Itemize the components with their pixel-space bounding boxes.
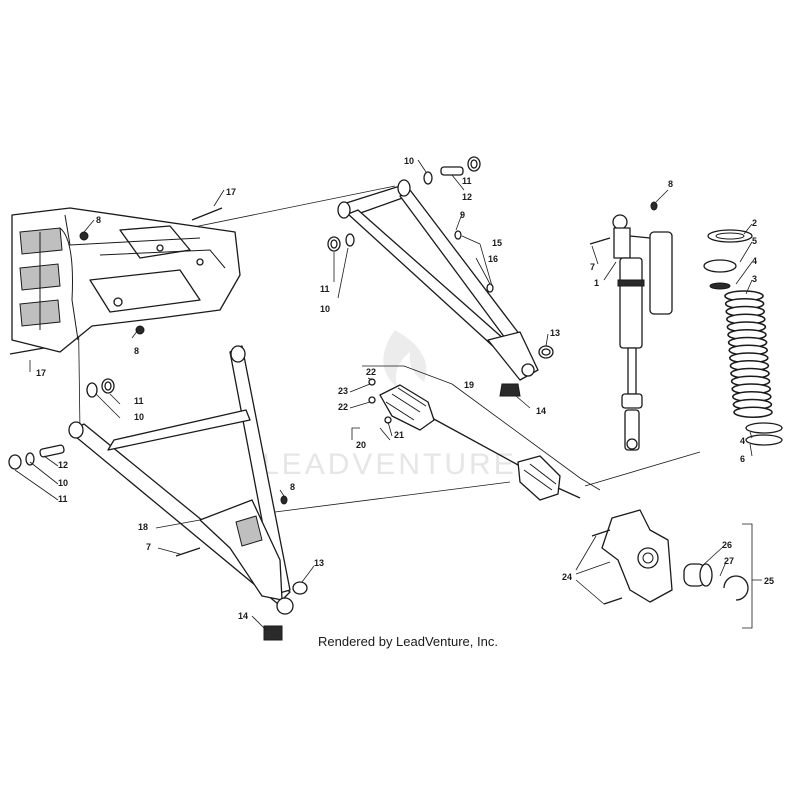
callout-19: 19 [464,380,474,390]
upper-a-arm [337,179,539,381]
shock-absorber [589,201,673,451]
callout-7: 7 [590,262,595,272]
callout-13: 13 [314,558,324,568]
callout-12: 12 [462,192,472,202]
frame-assembly [9,207,241,355]
callout-20: 20 [356,440,366,450]
callout-10: 10 [58,478,68,488]
shock-nut-icon [650,201,658,211]
callout-11: 11 [58,494,68,504]
callout-24: 24 [562,572,572,582]
callout-14: 14 [536,406,546,416]
callout-1: 1 [594,278,599,288]
callout-12: 12 [58,460,68,470]
spring-retainers [703,229,783,446]
steering-knuckle [591,509,749,605]
callout-2: 2 [752,218,757,228]
callout-10: 10 [320,304,330,314]
callout-27: 27 [724,556,734,566]
lower-a-arm [8,345,308,641]
watermark-text: LEADVENTURE [262,448,517,481]
callout-22: 22 [366,367,376,377]
lower-ball-joint-nut-icon [263,625,283,641]
callout-9: 9 [460,210,465,220]
callout-23: 23 [338,386,348,396]
callout-8: 8 [668,179,673,189]
shock-clip-icon [617,279,645,287]
lower-arm-nut-icon [280,495,288,505]
callout-17: 17 [226,187,236,197]
callout-17: 17 [36,368,46,378]
callout-10: 10 [404,156,414,166]
watermark-flame-icon [383,330,427,388]
callout-5: 5 [752,236,757,246]
callout-16: 16 [488,254,498,264]
cv-axle [368,378,581,501]
frame-nut-icon [79,231,89,241]
coil-spring [724,290,773,419]
callout-4: 4 [752,256,757,266]
upper-bushings [327,156,554,397]
render-credit: Rendered by LeadVenture, Inc. [318,634,498,649]
callout-layer: 17 8 8 17 10 11 12 9 15 16 11 10 13 14 8… [14,156,774,631]
callout-10: 10 [134,412,144,422]
callout-18: 18 [138,522,148,532]
callout-25: 25 [764,576,774,586]
callout-22: 22 [338,402,348,412]
callout-8: 8 [290,482,295,492]
ball-joint-nut-icon [499,383,521,397]
callout-26: 26 [722,540,732,550]
callout-21: 21 [394,430,404,440]
callout-7: 7 [146,542,151,552]
callout-15: 15 [492,238,502,248]
callout-11: 11 [462,176,472,186]
callout-6: 6 [740,454,745,464]
callout-8: 8 [134,346,139,356]
frame-nut-icon [135,325,145,335]
callout-4: 4 [740,436,745,446]
callout-11: 11 [134,396,144,406]
callout-8: 8 [96,215,101,225]
callout-13: 13 [550,328,560,338]
callout-3: 3 [752,274,757,284]
callout-14: 14 [238,611,248,621]
callout-11: 11 [320,284,330,294]
watermark: LEADVENTURE [262,330,517,481]
